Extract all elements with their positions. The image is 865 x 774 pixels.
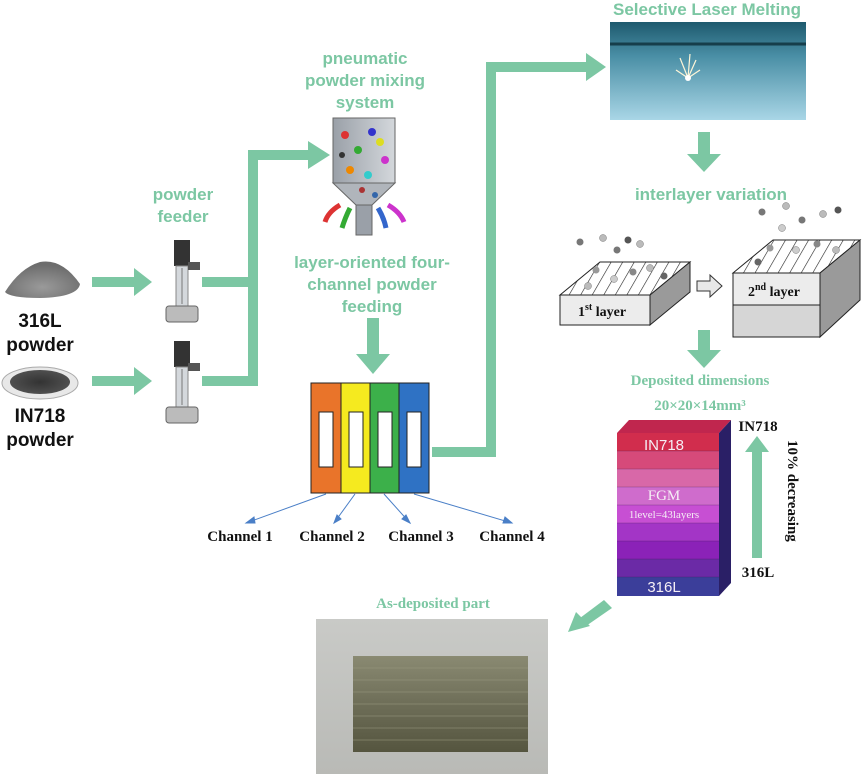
- layer-feed-label-2: channel powder: [307, 275, 437, 294]
- channel-1-label: Channel 1: [207, 529, 272, 545]
- interlayer-label: interlayer variation: [635, 185, 787, 204]
- pneumatic-label: pneumatic: [322, 49, 407, 68]
- fgm-sub-label: 1level=43layers: [629, 509, 699, 521]
- dims-value: 20×20×14mm³: [654, 398, 746, 414]
- arrow-fgm-to-part: [568, 600, 612, 632]
- layer-feed-label: layer-oriented four-: [294, 253, 450, 272]
- second-layer-label: 2nd layer: [748, 282, 800, 300]
- feeder-label: powder: [153, 185, 214, 204]
- fgm-right-top-label: IN718: [738, 419, 777, 435]
- arrow-316l-to-feeder: [92, 268, 152, 296]
- slm-title: Selective Laser Melting: [613, 0, 801, 19]
- channel-pointer-lines: [244, 493, 514, 525]
- powder-316l-label-2: powder: [6, 335, 74, 356]
- pneumatic-label-2: powder mixing: [305, 71, 425, 90]
- first-layer-label: 1st layer: [578, 302, 626, 320]
- powder-in718-label-2: powder: [6, 430, 74, 451]
- fgm-right-bottom-label: 316L: [742, 565, 775, 581]
- second-layer-block: [731, 202, 862, 339]
- mixed-particles: [339, 128, 389, 198]
- arrow-layers-to-dims: [687, 330, 721, 368]
- pneumatic-label-3: system: [336, 93, 395, 112]
- gradient-note: 10% decreasing: [784, 440, 800, 542]
- arrow-in718-to-feeder: [92, 367, 152, 395]
- fgm-block: [617, 420, 731, 596]
- first-layer-particles: [576, 234, 668, 290]
- second-layer-particles: [754, 202, 842, 266]
- arrow-layer1-to-layer2: [696, 273, 723, 299]
- arrow-channels-to-slm: [432, 53, 606, 457]
- layer-feed-label-3: feeding: [342, 297, 402, 316]
- mixing-tower: [322, 117, 407, 236]
- asdeposited-photo: [316, 619, 548, 774]
- fgm-bottom-label: 316L: [647, 579, 680, 596]
- asdeposited-label: As-deposited part: [376, 596, 490, 612]
- powder-in718-label: IN718: [15, 406, 66, 427]
- fgm-top-label: IN718: [644, 437, 684, 454]
- first-layer-block: [558, 234, 692, 327]
- channel-2-label: Channel 2: [299, 529, 364, 545]
- arrow-to-channels: [356, 318, 390, 374]
- arrow-feeders-to-mixer: [202, 141, 330, 386]
- powder-in718-dish: [1, 366, 79, 400]
- powder-316l-pile: [5, 261, 80, 298]
- slm-photo: [610, 22, 806, 120]
- channels-block: [310, 382, 430, 494]
- channel-3-label: Channel 3: [388, 529, 453, 545]
- fgm-mid-label: FGM: [648, 488, 681, 504]
- channel-4-label: Channel 4: [479, 529, 545, 545]
- powder-316l-label: 316L: [18, 311, 62, 332]
- feeder-label-2: feeder: [157, 207, 208, 226]
- arrow-gradient-up: [745, 436, 769, 558]
- powder-feeder-2: [165, 341, 200, 424]
- dims-label: Deposited dimensions: [631, 373, 770, 389]
- powder-feeder-1: [165, 240, 200, 323]
- arrow-slm-to-interlayer: [687, 132, 721, 172]
